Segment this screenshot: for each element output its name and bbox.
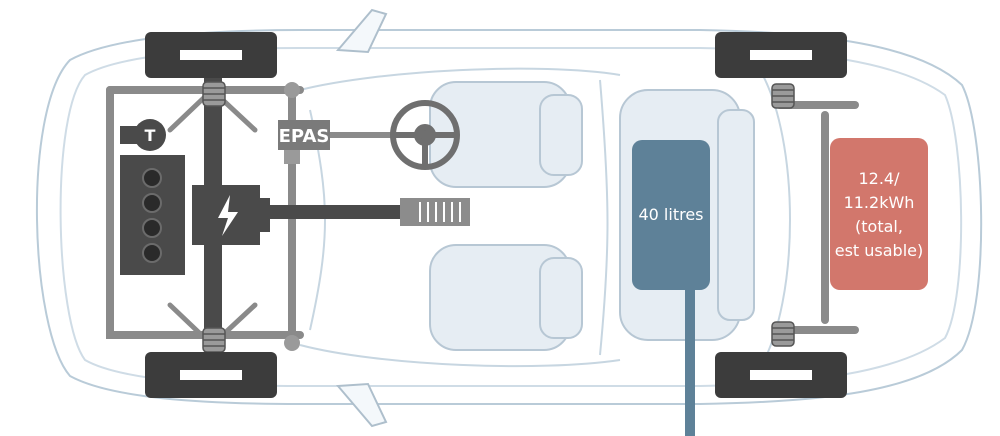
steering-wheel-icon: [390, 100, 460, 170]
fuel-tank: 40 litres: [632, 140, 710, 436]
front-right-tyre: [145, 352, 277, 398]
mirrors: [335, 8, 388, 428]
epas-label: EPAS: [279, 126, 330, 147]
springs: [202, 81, 795, 353]
lightning-icon: [218, 195, 238, 236]
rear-right-spring: [771, 321, 795, 347]
rear-right-tyre: [715, 352, 847, 398]
cylinder: [142, 193, 162, 213]
rear-bench-back: [717, 109, 755, 321]
turbo-label: T: [145, 126, 156, 145]
front-left-spring: [202, 81, 226, 107]
front-seat-right-back: [539, 257, 583, 339]
turbo-icon: T: [120, 119, 166, 151]
rear-left-spring: [771, 83, 795, 109]
battery-label-line-1: 12.4/: [858, 169, 900, 188]
battery-pack: 12.4/ 11.2kWh (total, est usable): [830, 138, 928, 290]
front-seat-left-back: [539, 94, 583, 176]
front-right-spring: [202, 327, 226, 353]
drivetrain: T: [120, 70, 470, 370]
cylinder: [142, 218, 162, 238]
filler-pipe: [685, 280, 695, 436]
fuel-tank-label: 40 litres: [638, 205, 703, 224]
battery-label-line-2: 11.2kWh: [844, 193, 915, 212]
front-left-tyre: [145, 32, 277, 78]
battery-label-line-3: (total,: [855, 217, 903, 236]
car-body: [35, 29, 983, 405]
right-mirror: [335, 382, 388, 428]
left-mirror: [335, 8, 388, 54]
epas-box: EPAS: [278, 120, 330, 150]
tyres: [145, 32, 847, 398]
steering-rack: [284, 82, 300, 351]
cylinder: [142, 168, 162, 188]
cylinder: [142, 243, 162, 263]
rear-left-tyre: [715, 32, 847, 78]
battery-label-line-4: est usable): [835, 241, 924, 260]
